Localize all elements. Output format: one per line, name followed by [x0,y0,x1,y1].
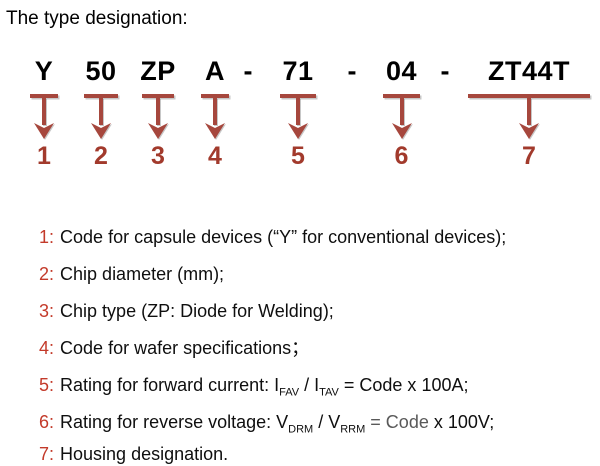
subscript-fav: FAV [279,386,300,399]
legend-text: Code for wafer specifications； [60,338,310,358]
subscript-tav: TAV [319,386,339,399]
code-text: 50 [85,56,117,86]
position-number: 3 [151,142,165,170]
down-arrow-icon [205,98,225,139]
down-arrow-icon [34,98,54,139]
position-number: 5 [291,142,305,170]
subscript-rrm: RRM [340,423,366,436]
legend-number: 7: [39,444,55,464]
code-text: A [205,56,225,86]
legend-text: / I [299,375,320,395]
code-text: ZT44T [487,56,571,86]
legend-text: Housing designation. [60,444,229,464]
down-arrow-icon [391,98,412,139]
position-number: 4 [208,142,222,170]
legend-row-3: 3:Chip type (ZP: Diode for Welding); [29,275,334,323]
type-code-segment-6: 04 6 [383,0,420,180]
position-number: 2 [94,142,108,170]
legend-row-7: 7:Housing designation. [29,418,228,466]
position-number: 1 [37,142,51,170]
type-code-segment-4: A 4 [201,0,229,180]
legend-text: x 100V; [428,412,495,432]
down-arrow-icon [519,98,539,139]
type-designation-diagram: Y 1 50 2 ZP 3 A 4 - 71 5 - 04 6 - ZT44T [0,0,600,190]
type-code-segment-2: 50 2 [84,0,118,180]
legend-row-5: 5:Rating for forward current: IFAV / ITA… [29,349,469,399]
page-title: The type designation: [6,8,188,29]
legend-text: Rating for reverse voltage: V [60,412,289,432]
legend-text: Chip diameter (mm); [60,264,225,284]
type-code-segment-3: ZP 3 [140,0,176,180]
separator-dash: - [347,56,357,86]
legend-text: = Code x 100A; [338,375,469,395]
legend-text-muted: = Code [365,412,429,432]
underline-bar [84,94,118,98]
legend-row-6: 6:Rating for reverse voltage: VDRM / VRR… [29,386,495,436]
underline-bar [142,94,174,98]
down-arrow-icon [288,98,308,139]
type-code-segment-1: Y 1 [30,0,58,180]
position-number: 6 [394,142,409,170]
legend-number: 2: [39,264,55,284]
underline-bar [280,94,316,98]
code-text: Y [34,56,54,86]
down-arrow-icon [91,98,111,139]
subscript-drm: DRM [288,423,314,436]
legend-number: 6: [39,412,55,432]
legend-text: Rating for forward current: I [60,375,280,395]
legend-text: Chip type (ZP: Diode for Welding); [60,301,334,321]
underline-bar [383,94,420,98]
down-arrow-icon [148,98,168,139]
underline-bar [201,94,229,98]
legend-row-2: 2:Chip diameter (mm); [29,238,224,286]
legend-number: 3: [39,301,55,321]
legend-row-4: 4:Code for wafer specifications； [29,312,309,360]
underline-bar [468,94,590,98]
underline-bar [30,94,58,98]
separator-dash: - [243,56,253,86]
legend-number: 4: [39,338,55,358]
legend-number: 1: [39,227,55,247]
legend-text: Code for capsule devices (“Y” for conven… [60,227,507,247]
separator-dash: - [440,56,450,86]
position-number: 7 [522,142,536,170]
type-code-segment-5: 71 5 [280,0,316,180]
legend-text: / V [313,412,341,432]
legend-row-1: 1:Code for capsule devices (“Y” for conv… [29,201,506,249]
code-text: ZP [140,56,176,86]
type-code-segment-7: ZT44T 7 [468,0,590,180]
legend-number: 5: [39,375,55,395]
code-text: 71 [282,56,314,86]
code-text: 04 [385,56,418,86]
